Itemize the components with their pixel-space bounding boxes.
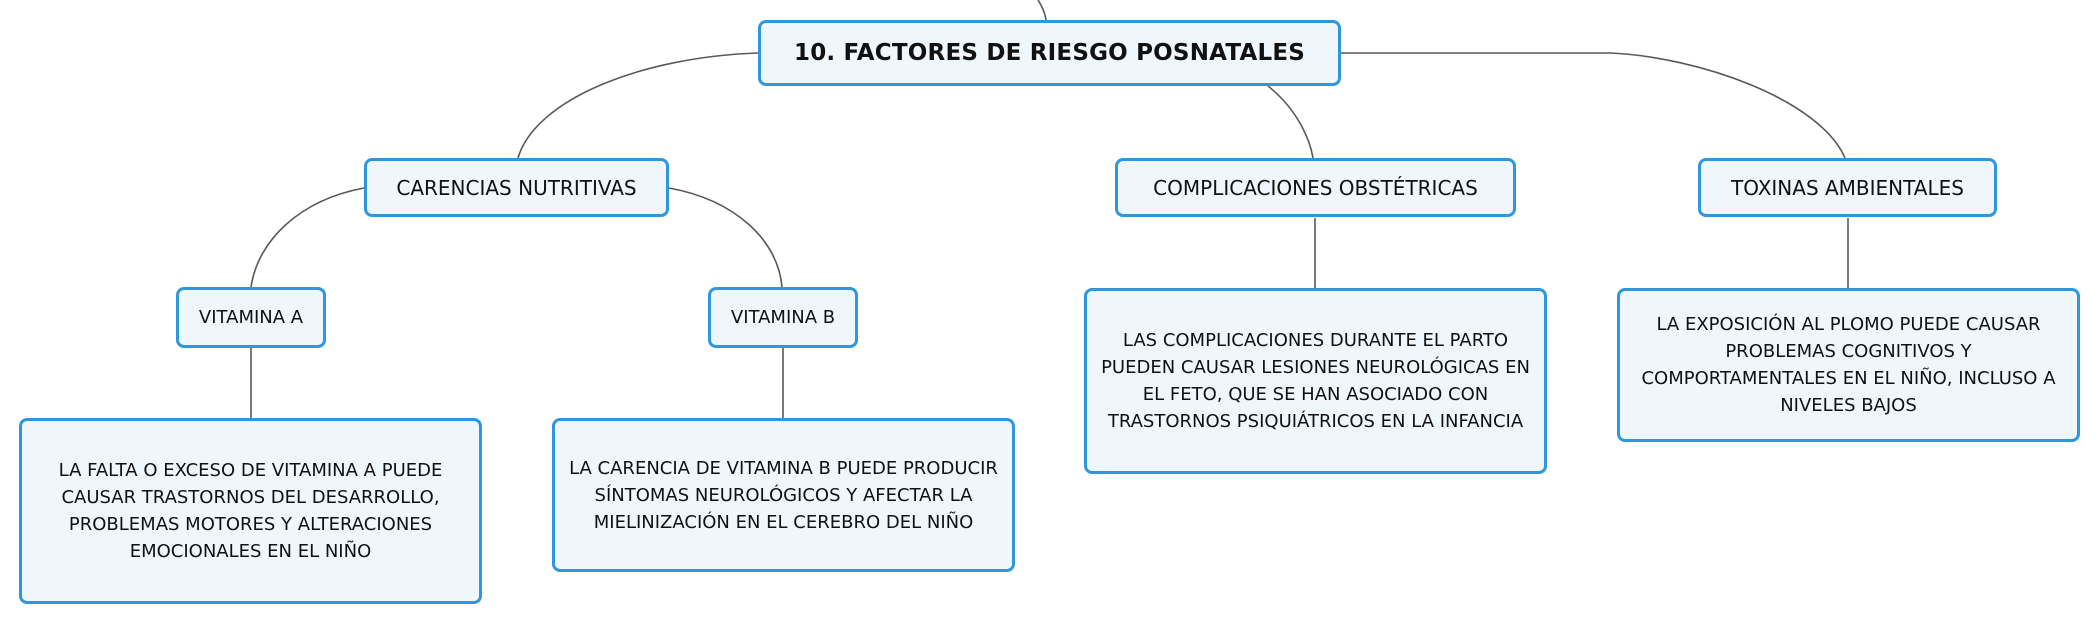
description-vitamina-b-text: LA CARENCIA DE VITAMINA B PUEDE PRODUCIR… [569, 457, 998, 533]
topic-complicaciones-obstetricas-label: COMPLICACIONES OBSTÉTRICAS [1153, 175, 1478, 200]
subtopic-vitamina-b[interactable]: VITAMINA B [708, 287, 858, 348]
root-topic-label: 10. FACTORES DE RIESGO POSNATALES [793, 40, 1305, 66]
description-vitamina-b[interactable]: LA CARENCIA DE VITAMINA B PUEDE PRODUCIR… [552, 418, 1015, 572]
connector-root-to-obstetric [1267, 85, 1314, 159]
subtopic-vitamina-a-label: VITAMINA A [198, 307, 304, 328]
topic-carencias-nutritivas[interactable]: CARENCIAS NUTRITIVAS [364, 158, 669, 217]
connector-parent-to-root [1037, 0, 1047, 21]
description-toxinas-ambientales-text: LA EXPOSICIÓN AL PLOMO PUEDE CAUSAR PROB… [1641, 314, 2056, 416]
connector-nutritional-to-vitamin-b [668, 187, 783, 288]
description-vitamina-a[interactable]: LA FALTA O EXCESO DE VITAMINA A PUEDE CA… [19, 418, 482, 604]
subtopic-vitamina-b-label: VITAMINA B [730, 307, 836, 328]
topic-toxinas-ambientales-label: TOXINAS AMBIENTALES [1731, 175, 1964, 200]
topic-carencias-nutritivas-label: CARENCIAS NUTRITIVAS [396, 175, 637, 200]
topic-toxinas-ambientales[interactable]: TOXINAS AMBIENTALES [1698, 158, 1997, 217]
subtopic-vitamina-a[interactable]: VITAMINA A [176, 287, 326, 348]
root-topic[interactable]: 10. FACTORES DE RIESGO POSNATALES [758, 20, 1341, 86]
description-complicaciones-obstetricas[interactable]: LAS COMPLICACIONES DURANTE EL PARTO PUED… [1084, 288, 1547, 474]
description-vitamina-a-text: LA FALTA O EXCESO DE VITAMINA A PUEDE CA… [58, 460, 443, 562]
connector-root-to-nutritional [517, 52, 759, 159]
connector-nutritional-to-vitamin-a [250, 187, 365, 288]
topic-complicaciones-obstetricas[interactable]: COMPLICACIONES OBSTÉTRICAS [1115, 158, 1516, 217]
description-complicaciones-obstetricas-text: LAS COMPLICACIONES DURANTE EL PARTO PUED… [1101, 330, 1530, 432]
description-toxinas-ambientales[interactable]: LA EXPOSICIÓN AL PLOMO PUEDE CAUSAR PROB… [1617, 288, 2080, 442]
connector-root-to-toxins [1341, 52, 1846, 159]
